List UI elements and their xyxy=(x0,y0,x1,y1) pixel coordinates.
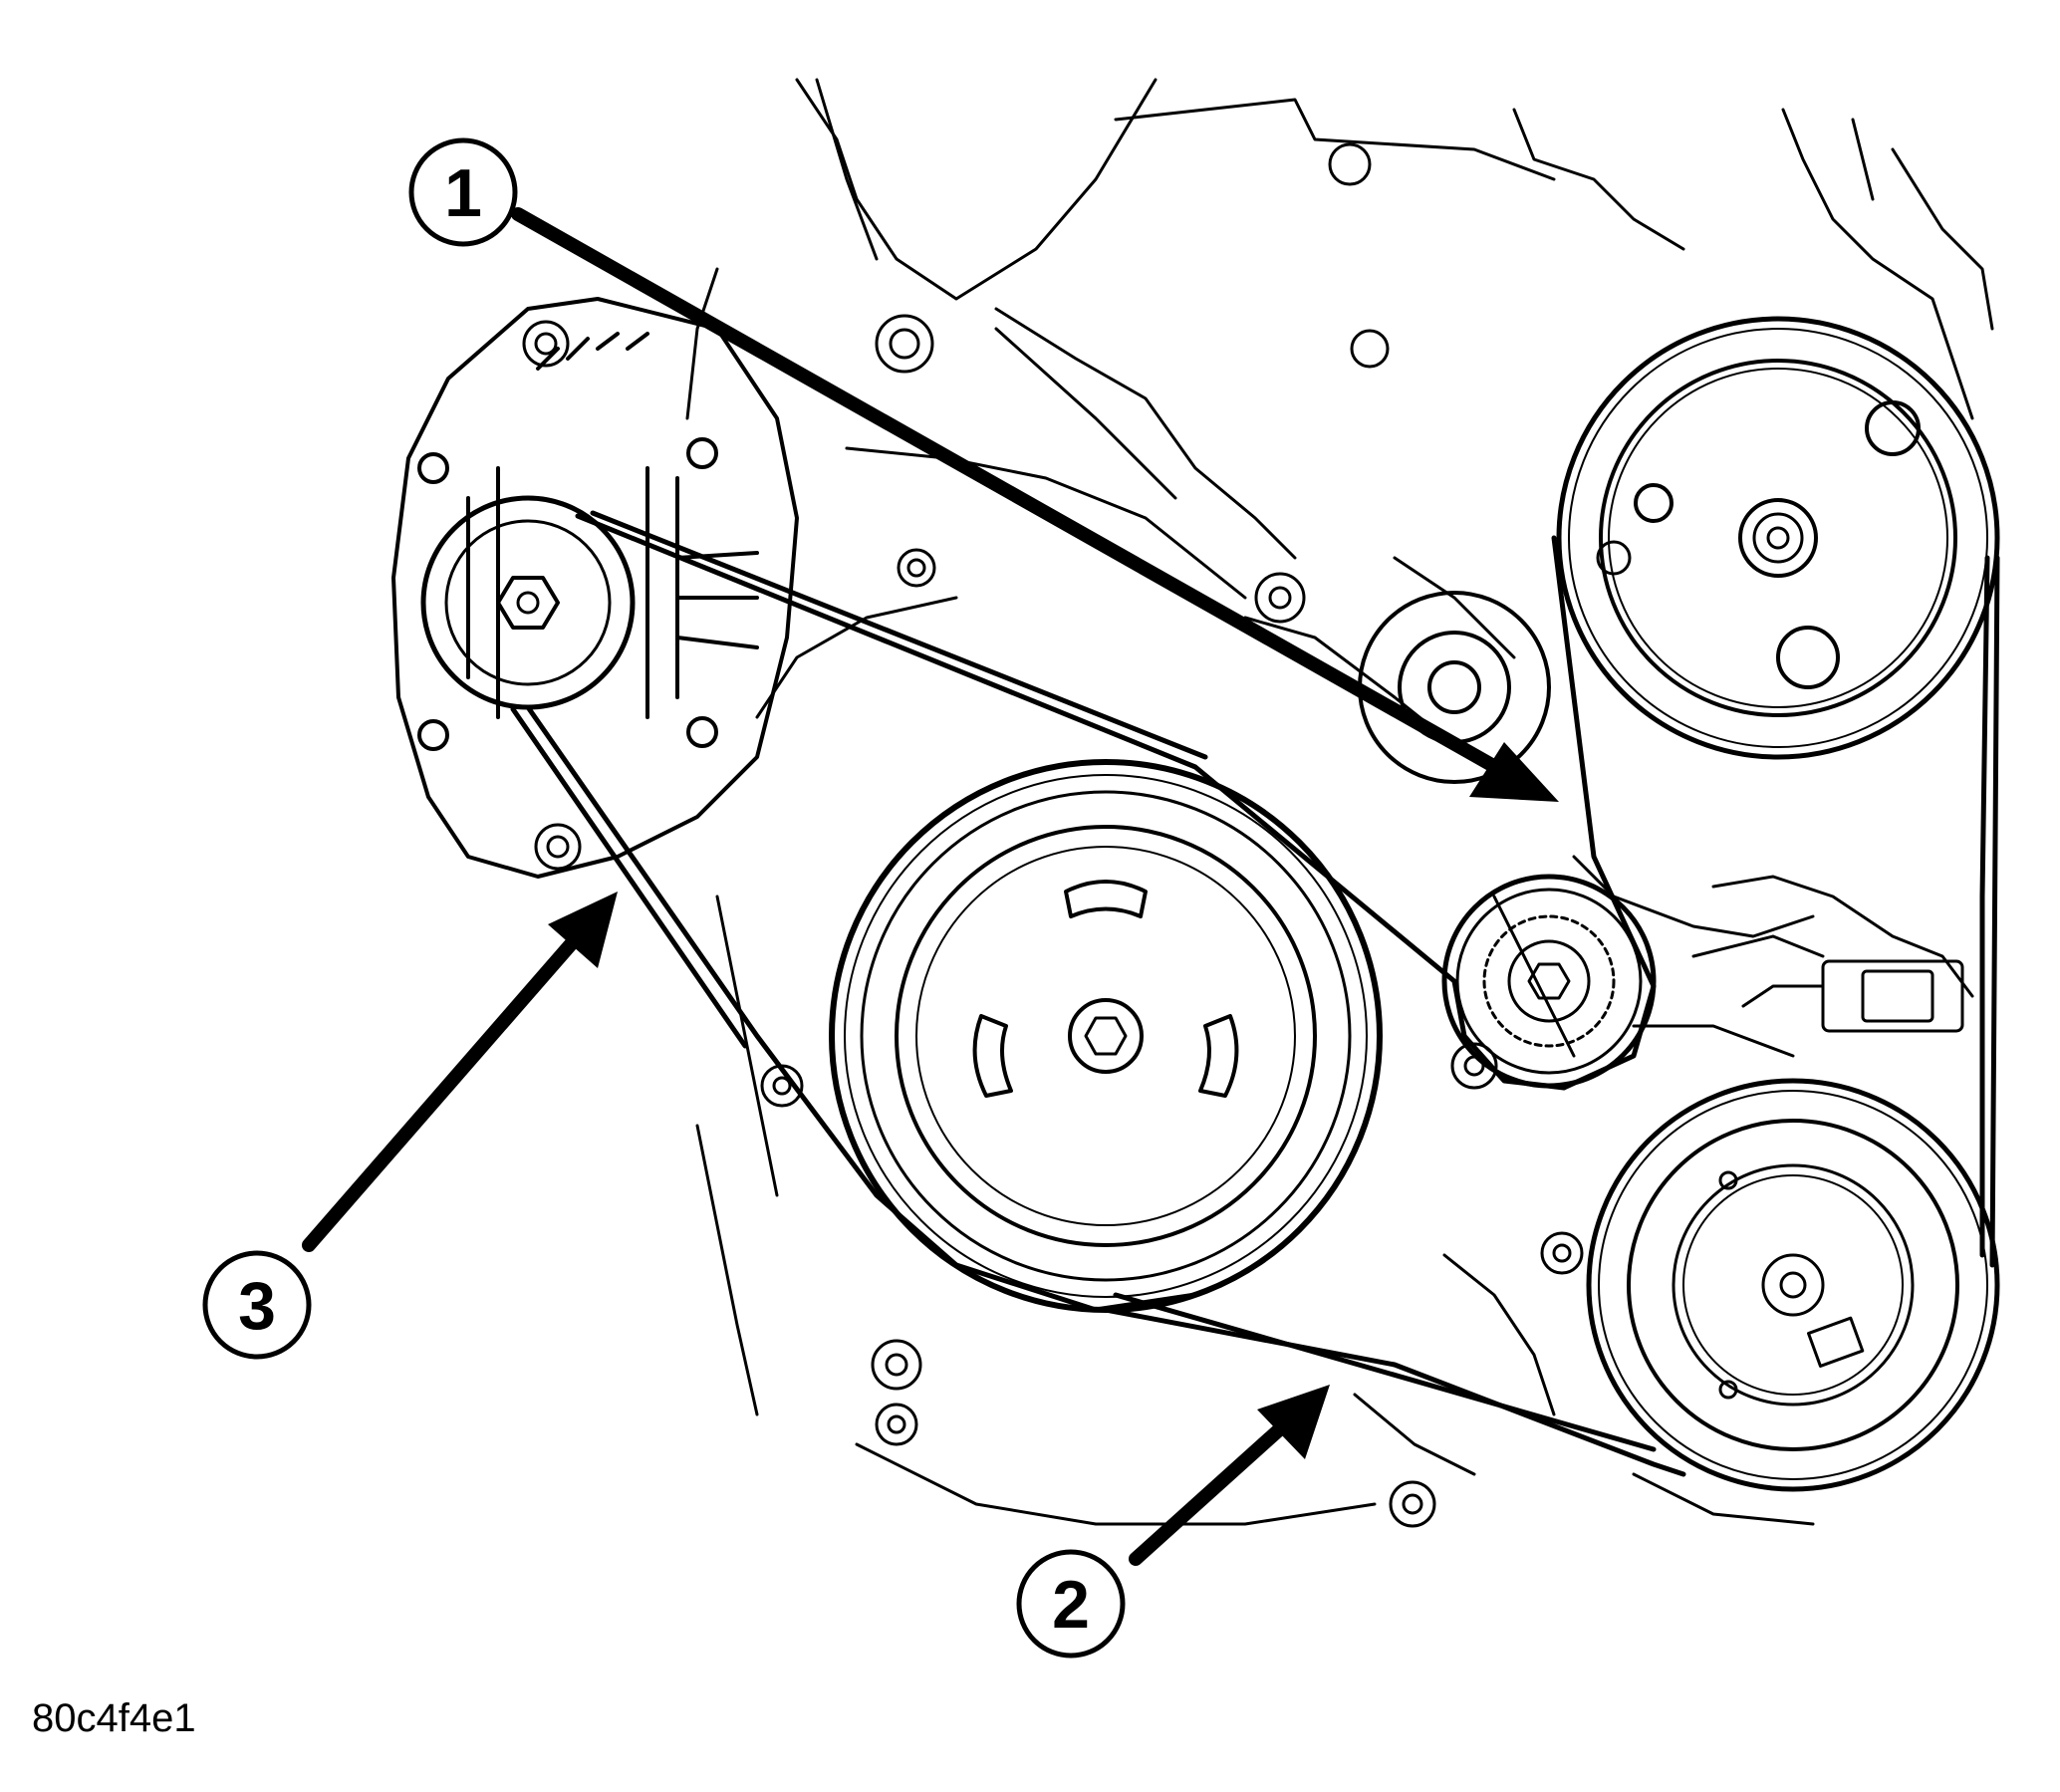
figure-id: 80c4f4e1 xyxy=(32,1696,196,1740)
arrow-2-head xyxy=(1257,1385,1330,1459)
callout-1-label: 1 xyxy=(444,155,482,231)
bolt xyxy=(534,823,582,871)
serpentine-belt xyxy=(510,510,2000,1477)
arrow-1-head xyxy=(1469,742,1559,802)
bolt xyxy=(1350,329,1390,369)
bolt xyxy=(875,1403,918,1446)
bolt xyxy=(871,1339,922,1391)
bolt xyxy=(1596,540,1632,576)
bolt xyxy=(1389,1480,1436,1528)
alternator-pulley xyxy=(420,495,636,710)
callout-2-label: 2 xyxy=(1052,1567,1090,1643)
idler-pulley xyxy=(1441,874,1657,1089)
alternator xyxy=(391,297,799,879)
bolt xyxy=(522,320,570,368)
callout-1: 1 xyxy=(408,137,518,247)
callout-3-label: 3 xyxy=(238,1268,276,1344)
callout-arrows xyxy=(302,207,1559,1566)
bolt xyxy=(1254,572,1306,624)
engine-bolts xyxy=(522,142,1632,1528)
arrow-3-head xyxy=(548,892,618,968)
bolt xyxy=(875,314,934,374)
callout-2: 2 xyxy=(1016,1549,1126,1659)
arrow-3-shaft xyxy=(302,929,585,1252)
ac-compressor-pulley xyxy=(1586,1078,2000,1492)
power-steering-pulley xyxy=(1556,316,2000,760)
bolt xyxy=(1328,142,1372,186)
tensioner-housing xyxy=(1358,591,1551,784)
electrical-connector xyxy=(1691,934,1964,1033)
arrow-2-shaft xyxy=(1129,1417,1292,1566)
bolt xyxy=(897,548,936,588)
engine-block-outline xyxy=(685,78,1994,1526)
bolt xyxy=(1540,1231,1584,1275)
callout-3: 3 xyxy=(202,1250,312,1360)
arrow-1-shaft xyxy=(511,207,1511,779)
